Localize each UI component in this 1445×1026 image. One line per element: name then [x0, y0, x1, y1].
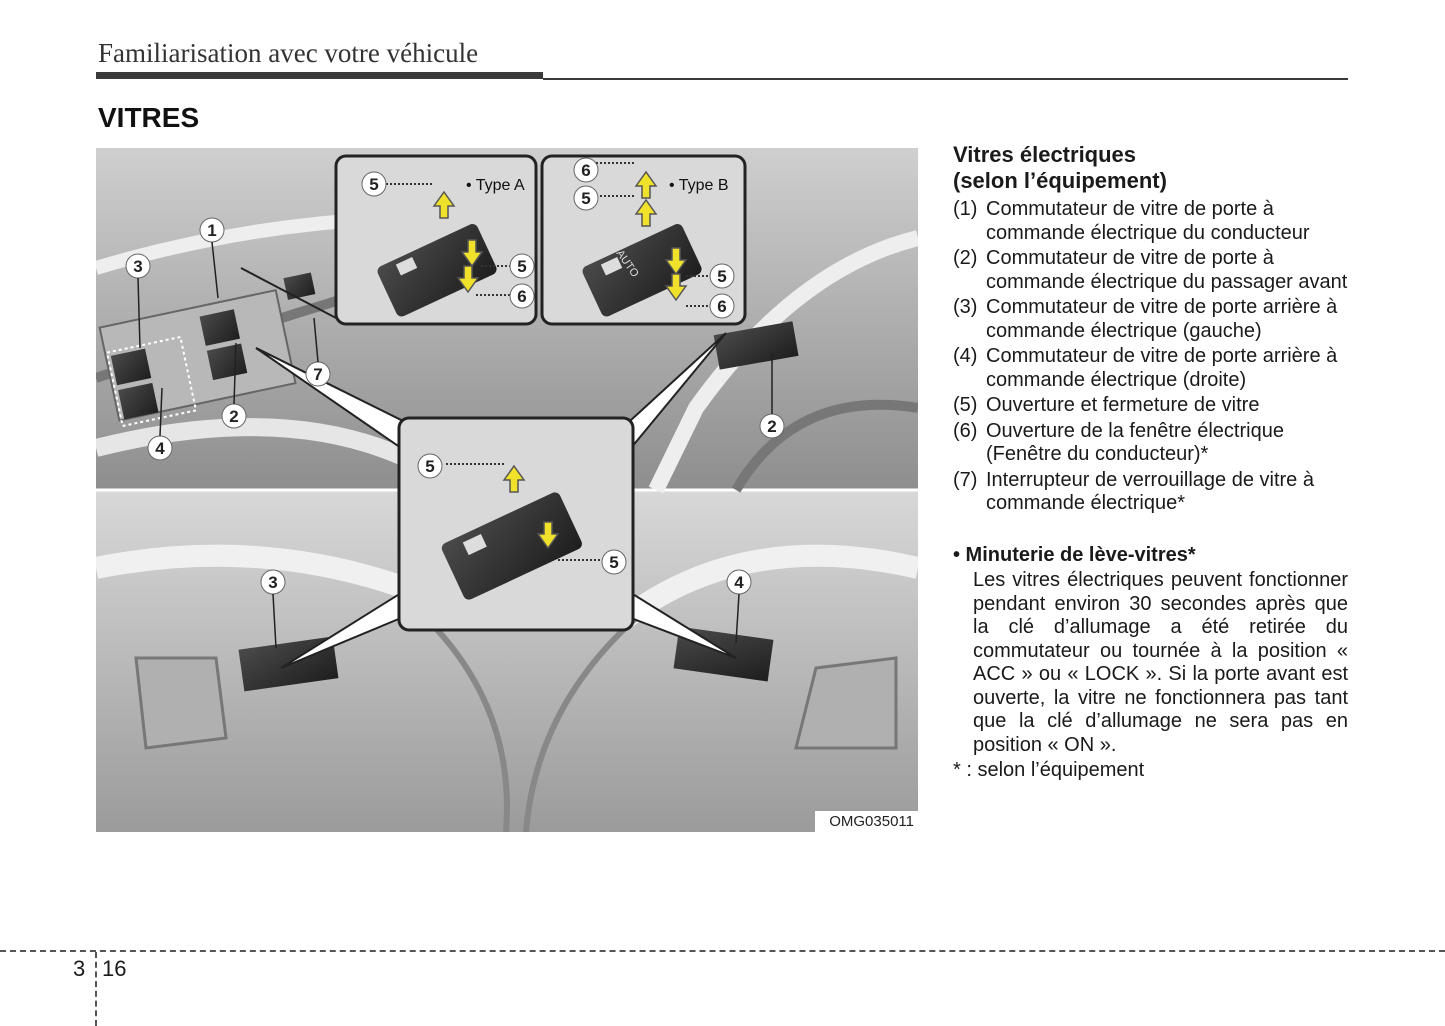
- item-number: (1): [953, 198, 978, 220]
- item-number: (5): [953, 394, 978, 416]
- callout-5-a-up: 5: [369, 175, 378, 194]
- list-item: (3) Commutateur de vitre de porte arrière…: [953, 296, 1348, 343]
- chapter-number: 3: [73, 956, 86, 981]
- item-text: Commutateur de vitre de porte à commande…: [986, 247, 1348, 293]
- callout-5-b-up: 5: [581, 189, 590, 208]
- arrow-up-c: [502, 464, 526, 493]
- callout-6-b-down: 6: [717, 297, 726, 316]
- passenger-switch: [713, 321, 799, 370]
- callout-2-left: 2: [229, 407, 238, 426]
- window-switch-illustration: AUTO: [96, 148, 918, 832]
- item-number: (4): [953, 345, 978, 367]
- footer-vertical-divider: [95, 952, 97, 1026]
- arrow-down-a2: [456, 265, 480, 294]
- content-column: Vitres électriques (selon l’équipement) …: [953, 142, 1348, 783]
- callout-1: 1: [207, 221, 216, 240]
- callout-5-c-up: 5: [425, 457, 434, 476]
- header-rule-thin: [543, 78, 1348, 80]
- item-text: Commutateur de vitre de porte arrière à …: [986, 345, 1338, 391]
- callout-5-a-down: 5: [517, 257, 526, 276]
- list-item: (2) Commutateur de vitre de porte à comma…: [953, 247, 1348, 294]
- item-number: (6): [953, 419, 978, 442]
- callout-7: 7: [313, 365, 322, 384]
- item-text: Interrupteur de verrouillage de vitre à …: [986, 468, 1314, 515]
- component-list: (1) Commutateur de vitre de porte à comma…: [953, 198, 1348, 516]
- arrow-down-a1: [460, 239, 484, 268]
- footer-divider: [0, 950, 1445, 952]
- list-item: (7) Interrupteur de verrouillage de vitre…: [953, 469, 1348, 516]
- subtitle: Vitres électriques (selon l’équipement): [953, 142, 1348, 194]
- item-number: (7): [953, 468, 978, 491]
- timer-body: Les vitres électriques peuvent fonctionn…: [973, 569, 1348, 756]
- item-text: Commutateur de vitre de porte à commande…: [986, 198, 1310, 244]
- arrow-down-b1: [664, 247, 688, 276]
- section-title: VITRES: [98, 102, 200, 133]
- callout-3-bottom: 3: [268, 573, 277, 592]
- item-number: (3): [953, 296, 978, 318]
- arrow-up-b2: [634, 198, 658, 227]
- item-text: Ouverture et fermeture de vitre: [986, 394, 1260, 416]
- item-text: Commutateur de vitre de porte arrière à …: [986, 296, 1338, 342]
- callout-2-right: 2: [767, 417, 776, 436]
- item-text: Ouverture de la fenêtre électrique (Fenê…: [986, 419, 1284, 466]
- arrow-down-b2: [664, 273, 688, 302]
- page-number: 16: [102, 956, 127, 981]
- callout-6-a: 6: [517, 287, 526, 306]
- list-item: (5) Ouverture et fermeture de vitre: [953, 394, 1348, 418]
- arrow-group: [432, 170, 688, 550]
- arrow-up-b1: [634, 170, 658, 199]
- list-item: (4) Commutateur de vitre de porte arrière…: [953, 345, 1348, 392]
- type-a-label: • Type A: [466, 177, 525, 194]
- timer-title: • Minuterie de lève-vitres*: [953, 543, 1196, 566]
- callout-6-b-up: 6: [581, 161, 590, 180]
- callout-3-top: 3: [133, 257, 142, 276]
- callout-5-b-down: 5: [717, 267, 726, 286]
- item-number: (2): [953, 247, 978, 269]
- subtitle-line2: (selon l’équipement): [953, 168, 1167, 193]
- arrow-up-a: [432, 190, 456, 219]
- type-b-label: • Type B: [669, 177, 729, 194]
- header-title: Familiarisation avec votre véhicule: [98, 38, 479, 68]
- callout-4-bottom: 4: [734, 573, 744, 592]
- illustration-svg: AUTO: [96, 148, 918, 832]
- header-rule-thick: [96, 72, 543, 79]
- figure-code: OMG035011: [815, 811, 918, 832]
- arrow-down-c: [536, 521, 560, 550]
- list-item: (6) Ouverture de la fenêtre électrique (F…: [953, 420, 1348, 467]
- callout-4-top: 4: [155, 439, 165, 458]
- callout-5-c-down: 5: [609, 553, 618, 572]
- list-item: (1) Commutateur de vitre de porte à comma…: [953, 198, 1348, 245]
- footnote: * : selon l’équipement: [953, 759, 1145, 781]
- subtitle-line1: Vitres électriques: [953, 142, 1137, 167]
